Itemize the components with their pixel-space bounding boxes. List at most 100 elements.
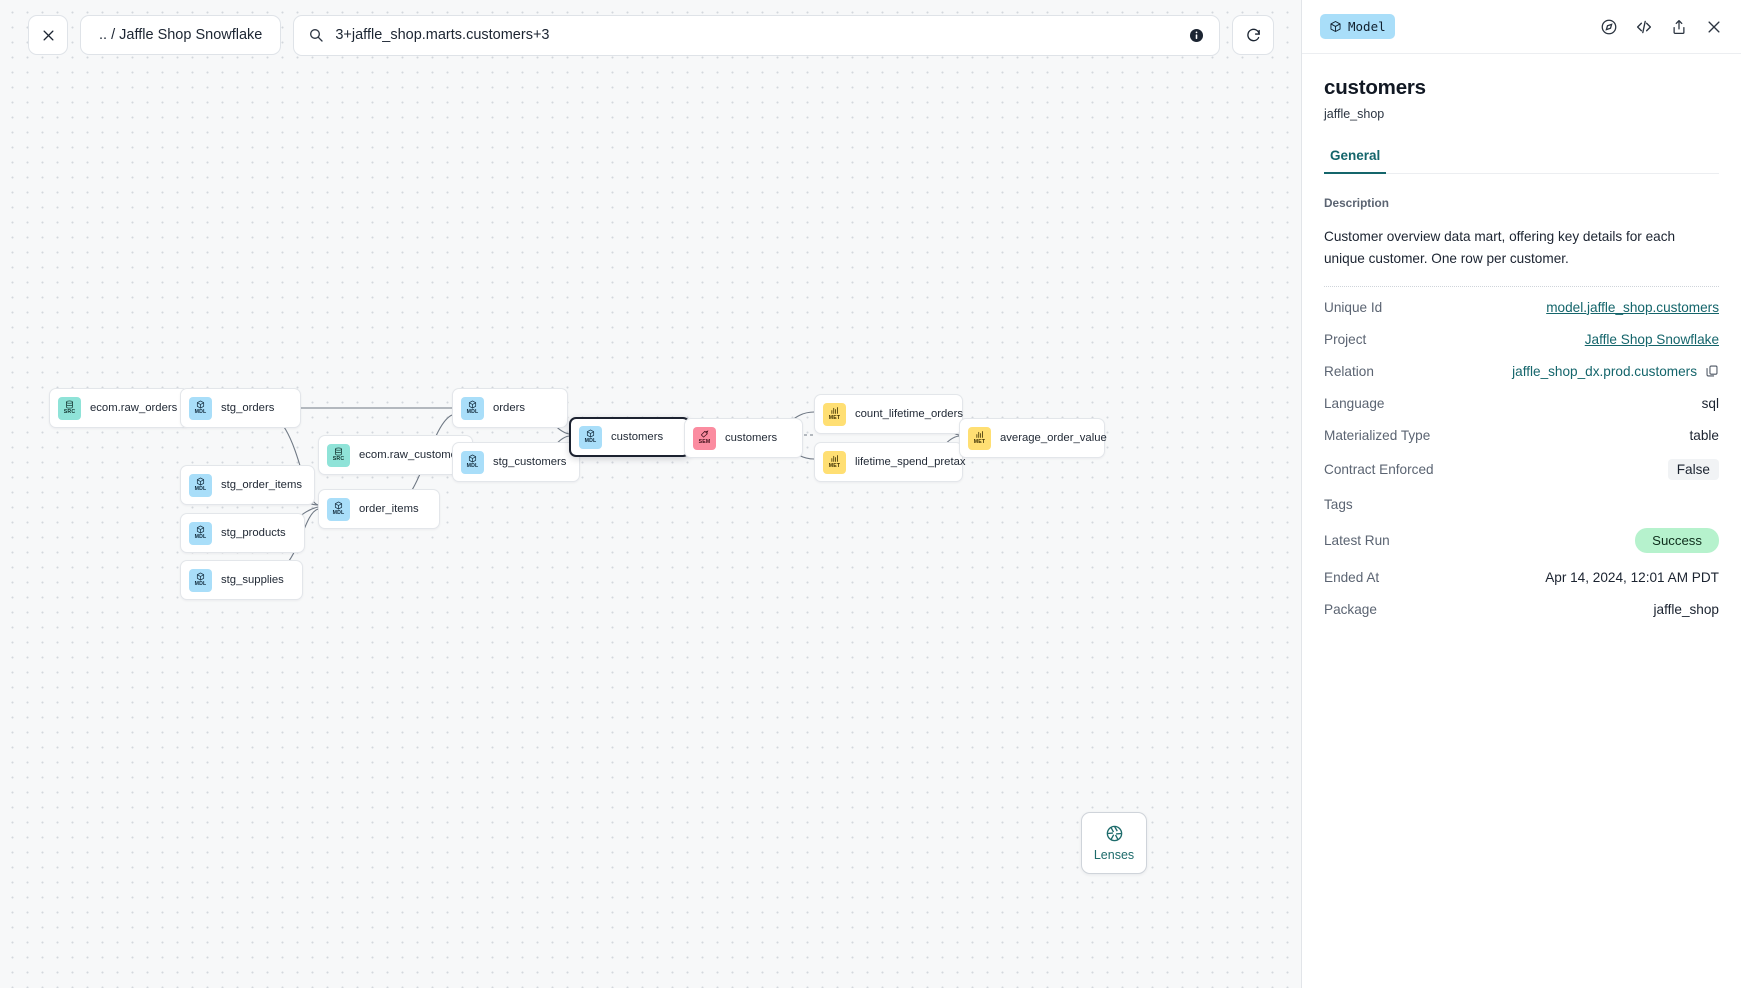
node-label: stg_customers	[493, 456, 567, 468]
tab-general[interactable]: General	[1324, 148, 1387, 174]
panel-body: Description Customer overview data mart,…	[1302, 174, 1741, 625]
metadata-key: Contract Enforced	[1324, 462, 1434, 478]
node-label: lifetime_spend_pretax	[855, 456, 966, 468]
lineage-node-stg_order_items[interactable]: MDL stg_order_items	[180, 465, 315, 505]
node-label: order_items	[359, 503, 419, 515]
metadata-link[interactable]: model.jaffle_shop.customers	[1546, 299, 1719, 315]
close-icon	[43, 30, 53, 40]
resource-type-chip[interactable]: Model	[1320, 14, 1395, 39]
node-badge-met-icon: MET	[968, 426, 991, 450]
lineage-toolbar: .. / Jaffle Shop Snowflake	[0, 0, 1302, 70]
metadata-row: Latest Run Success	[1324, 520, 1719, 561]
node-label: stg_orders	[221, 402, 275, 414]
node-badge-sem-icon: SEM	[693, 426, 716, 450]
close-icon[interactable]	[1705, 18, 1723, 36]
refresh-button[interactable]	[1232, 15, 1274, 55]
node-badge-mdl-icon: MDL	[189, 396, 212, 420]
metadata-value: jaffle_shop	[1653, 601, 1719, 617]
description-label: Description	[1324, 196, 1389, 210]
cube-icon	[1330, 21, 1341, 32]
node-badge-met-icon: MET	[823, 402, 846, 426]
metadata-row: Tags	[1324, 488, 1719, 520]
metadata-row: Unique Id model.jaffle_shop.customers	[1324, 291, 1719, 323]
search-icon	[310, 29, 324, 42]
lineage-node-customers_model[interactable]: MDL customers	[569, 417, 690, 457]
lineage-node-stg_orders[interactable]: MDL stg_orders	[180, 388, 301, 428]
copy-icon[interactable]	[1705, 364, 1719, 378]
lineage-node-count_lifetime_orders[interactable]: MET count_lifetime_orders	[814, 394, 963, 434]
metadata-value: table	[1689, 427, 1719, 443]
node-label: stg_products	[221, 527, 286, 539]
metadata-key: Ended At	[1324, 569, 1380, 585]
metadata-key: Tags	[1324, 496, 1353, 512]
metadata-key: Relation	[1324, 363, 1374, 379]
lineage-node-customers_semantic[interactable]: SEM customers	[684, 418, 803, 458]
panel-title-block: customers jaffle_shop	[1302, 54, 1741, 121]
lineage-node-orders[interactable]: MDL orders	[452, 388, 568, 428]
metadata-row: Package jaffle_shop	[1324, 593, 1719, 625]
code-icon[interactable]	[1635, 18, 1653, 36]
node-label: count_lifetime_orders	[855, 408, 964, 420]
node-badge-mdl-icon: MDL	[461, 450, 484, 474]
node-badge-mdl-icon: MDL	[461, 396, 484, 420]
node-badge-src-icon: SRC	[58, 396, 81, 420]
node-label: customers	[611, 431, 664, 443]
breadcrumb-label: .. / Jaffle Shop Snowflake	[99, 27, 263, 43]
metadata-link[interactable]: Jaffle Shop Snowflake	[1584, 331, 1719, 347]
lenses-button[interactable]: Lenses	[1081, 812, 1147, 874]
divider	[1324, 286, 1719, 288]
metadata-row: Relation jaffle_shop_dx.prod.customers	[1324, 355, 1719, 387]
node-badge-mdl-icon: MDL	[189, 568, 212, 592]
relation-text: jaffle_shop_dx.prod.customers	[1512, 363, 1697, 379]
node-badge-mdl-icon: MDL	[579, 425, 602, 449]
metadata-row: Language sql	[1324, 387, 1719, 419]
refresh-icon	[1246, 28, 1260, 41]
status-badge: Success	[1635, 528, 1719, 554]
metadata-value: jaffle_shop_dx.prod.customers	[1512, 364, 1719, 379]
metadata-row: Materialized Type table	[1324, 419, 1719, 451]
metadata-key: Latest Run	[1324, 533, 1390, 549]
status-badge: False	[1667, 459, 1719, 481]
info-icon[interactable]	[1188, 27, 1205, 44]
lineage-node-stg_supplies[interactable]: MDL stg_supplies	[180, 560, 303, 600]
lineage-node-ecom_raw_customers[interactable]: SRC ecom.raw_customers	[318, 435, 473, 475]
share-icon[interactable]	[1670, 18, 1688, 36]
metadata-key: Language	[1324, 395, 1385, 411]
resource-type-label: Model	[1348, 19, 1386, 34]
metadata-key: Project	[1324, 331, 1367, 347]
metadata-value: sql	[1701, 395, 1719, 411]
page-title: customers	[1324, 76, 1426, 99]
metadata-row: Contract Enforced False	[1324, 451, 1719, 488]
lineage-node-stg_customers[interactable]: MDL stg_customers	[452, 442, 580, 482]
lineage-search[interactable]	[293, 14, 1220, 56]
metadata-value: Apr 14, 2024, 12:01 AM PDT	[1545, 569, 1719, 585]
detail-panel: Model customers jaffle_shop	[1302, 0, 1741, 988]
detail-panel-header: Model	[1302, 0, 1741, 54]
node-label: ecom.raw_customers	[359, 449, 467, 461]
node-badge-mdl-icon: MDL	[189, 473, 212, 497]
node-label: stg_order_items	[221, 479, 302, 491]
lenses-icon	[1106, 825, 1122, 842]
close-lineage-button[interactable]	[28, 15, 68, 55]
metadata-key: Materialized Type	[1324, 427, 1431, 443]
search-input[interactable]	[335, 27, 1177, 43]
node-label: orders	[493, 402, 526, 414]
lineage-node-average_order_value[interactable]: MET average_order_value	[959, 418, 1107, 458]
breadcrumb-button[interactable]: .. / Jaffle Shop Snowflake	[80, 15, 282, 55]
metadata-key: Unique Id	[1324, 299, 1383, 315]
panel-subtitle: jaffle_shop	[1324, 107, 1385, 121]
compass-icon[interactable]	[1600, 18, 1618, 36]
node-badge-src-icon: SRC	[327, 443, 350, 467]
metadata-key: Package	[1324, 601, 1377, 617]
node-label: customers	[725, 432, 778, 444]
metadata-row: Project Jaffle Shop Snowflake	[1324, 323, 1719, 355]
node-label: stg_supplies	[221, 574, 284, 586]
node-label: average_order_value	[1000, 432, 1107, 444]
